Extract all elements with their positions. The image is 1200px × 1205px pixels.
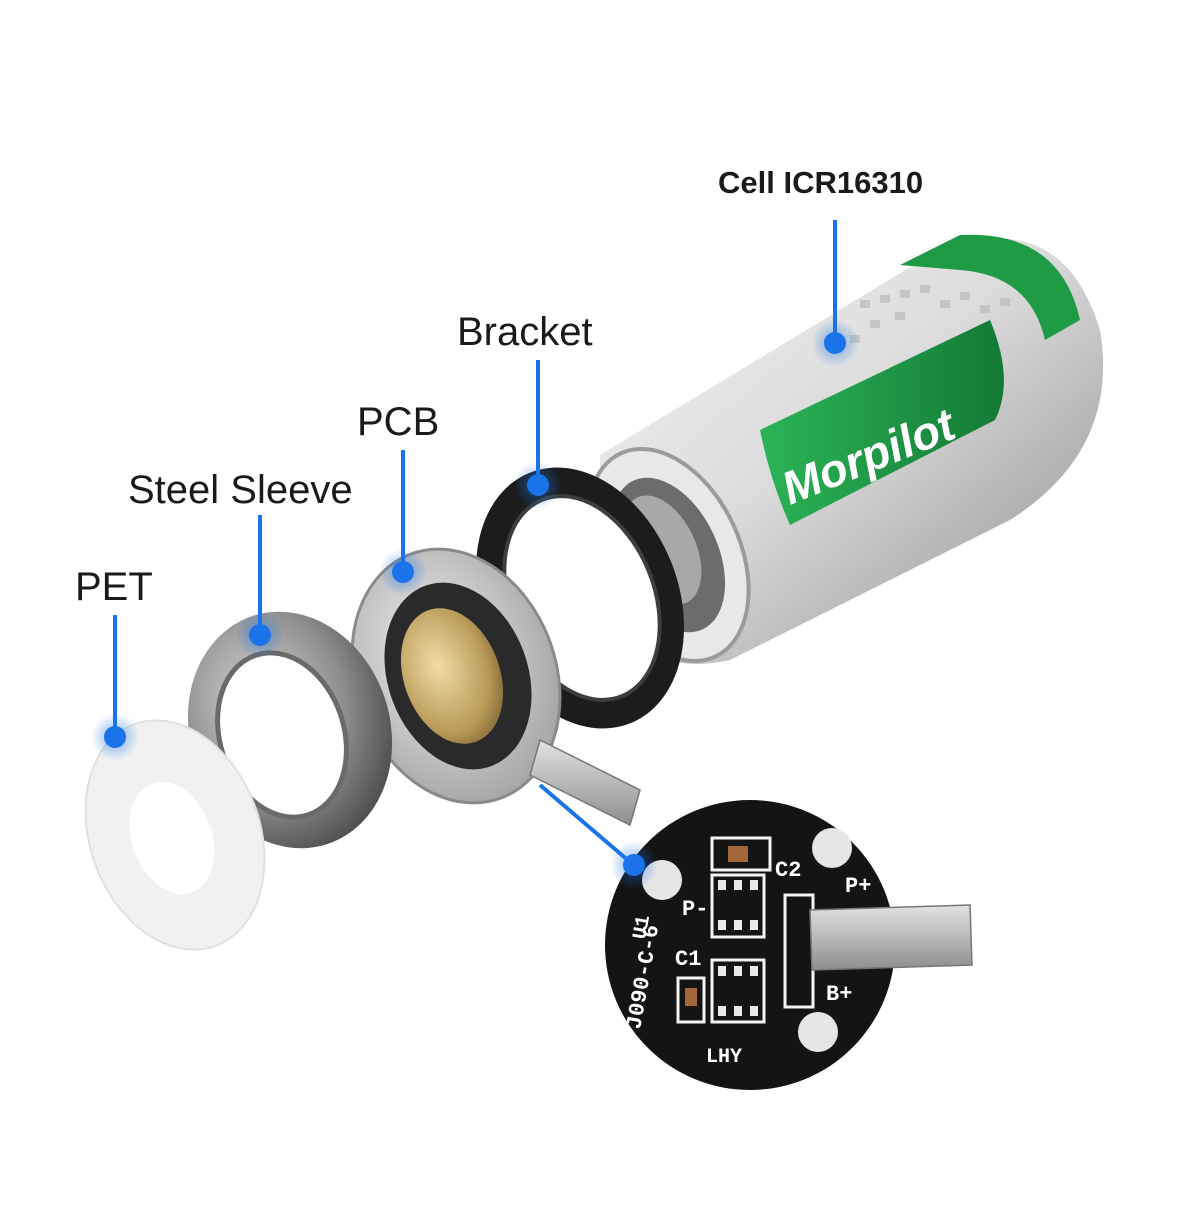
- pcb-label-p-minus: P-: [682, 897, 708, 922]
- callout-dot-cell: [824, 332, 846, 354]
- label-pet: PET: [75, 565, 153, 609]
- label-pcb: PCB: [357, 400, 440, 444]
- pcb-label-p-plus: P+: [845, 874, 871, 899]
- pcb-label-c1: C1: [675, 947, 701, 972]
- pcb-assembly: [350, 547, 641, 827]
- callout-dot-pcb-detail: [623, 854, 645, 876]
- pet-washer: [84, 719, 266, 951]
- label-cell: Cell ICR16310: [718, 165, 924, 200]
- pcb-detail: C2 C1 U1 P- P+ B+ J090-C-6 LHY: [605, 800, 973, 1090]
- callout-line-pcb-detail: [538, 783, 632, 864]
- pcb-label-u1: U1: [629, 914, 656, 942]
- callout-dots: [91, 319, 859, 889]
- pcb-label-b-plus: B+: [826, 982, 852, 1007]
- callout-dot-bracket: [527, 474, 549, 496]
- label-bracket: Bracket: [457, 310, 593, 354]
- callout-dot-pet: [104, 726, 126, 748]
- callout-dot-pcb: [392, 561, 414, 583]
- label-steel-sleeve: Steel Sleeve: [128, 468, 353, 512]
- chip-pins: [718, 880, 758, 1016]
- pcb-label-maker: LHY: [706, 1046, 742, 1069]
- pcb-label-c2: C2: [775, 858, 801, 883]
- callout-dot-steel-sleeve: [249, 624, 271, 646]
